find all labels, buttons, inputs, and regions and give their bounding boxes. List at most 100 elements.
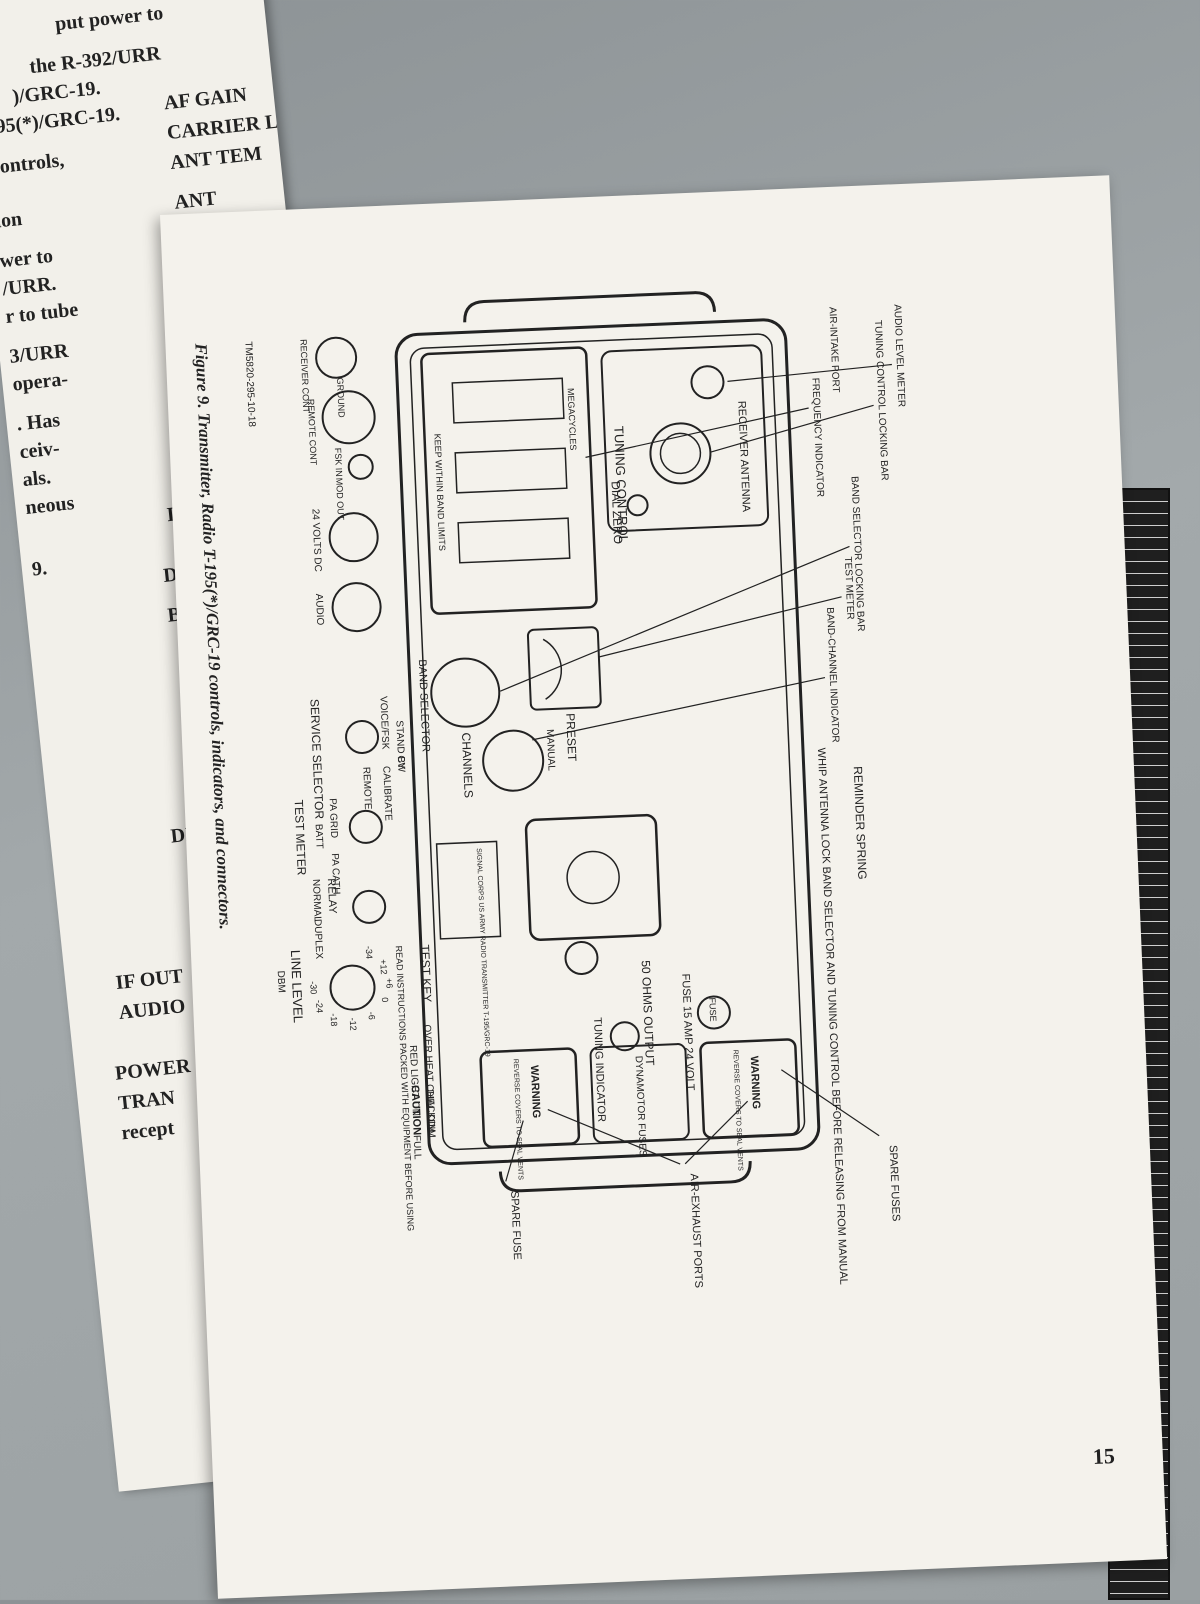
fsk-in-label: FSK IN	[333, 448, 344, 477]
service-selector-knob	[345, 719, 380, 754]
line-level-value: -24	[314, 1000, 325, 1013]
caution-label: CAUTION	[409, 1085, 423, 1136]
left-page-fragment: IF OUT	[115, 965, 185, 994]
pa-grid-label: PA GRID	[327, 798, 340, 838]
output-window	[524, 813, 662, 941]
leader-band-channel	[532, 676, 826, 741]
test-meter-knob-label: TEST METER	[292, 799, 309, 876]
left-page-fragment: ontrols,	[0, 149, 65, 178]
left-handle	[463, 291, 717, 323]
right-handle	[498, 1161, 752, 1193]
left-page-fragment: ceiv-	[19, 437, 61, 463]
fsk-in-connector	[347, 453, 374, 480]
page-number: 15	[1092, 1443, 1116, 1470]
dbm-label: DBM	[275, 970, 287, 993]
whip-note: WHIP ANTENNA LOCK BAND SELECTOR AND TUNI…	[815, 748, 849, 1286]
figure-ref-number: TM5820-295-10-18	[242, 341, 257, 427]
dial-dim-label: DIAL DIM	[424, 1089, 437, 1132]
stand-by-label: STAND BY	[393, 720, 406, 770]
left-page-fragment: put power to	[54, 2, 164, 35]
output-window-port	[566, 850, 620, 905]
test-meter	[526, 626, 602, 711]
left-page-fragment: /URR.	[0, 273, 57, 301]
audio-level-meter-dial	[690, 365, 725, 400]
left-page-fragment: neous	[24, 492, 75, 519]
nameplate	[435, 840, 502, 940]
left-page-fragment: AUDIO	[118, 995, 187, 1024]
left-page-fragment: )/GRC-19.	[11, 77, 101, 108]
callout-test-meter: TEST METER	[842, 556, 856, 620]
left-page-fragment: als.	[21, 466, 51, 491]
tuning-control-inner	[659, 432, 702, 475]
line-level-value: +12	[378, 959, 389, 975]
full-label: FULL	[411, 1135, 423, 1160]
callout-audio-level-meter: AUDIO LEVEL METER	[891, 304, 906, 407]
channels-knob	[482, 729, 545, 792]
relay-knob	[352, 889, 387, 924]
line-level-knob	[329, 964, 376, 1011]
chassis-outline	[394, 318, 821, 1166]
tuning-control-label: TUNING CONTROL	[611, 426, 631, 544]
tuning-panel	[600, 344, 770, 533]
leader-test-meter	[598, 596, 842, 658]
line-level-value: -18	[329, 1013, 340, 1026]
freq-window-2	[454, 447, 568, 494]
dynamotor-vent	[589, 1043, 690, 1144]
band-selector-label: BAND SELECTOR	[416, 659, 432, 752]
receiver-cont-connector	[315, 336, 358, 379]
ground-label: GROUND	[335, 377, 347, 418]
figure-caption: Figure 9. Transmitter, Radio T-195(*)/GR…	[191, 342, 235, 930]
audio-connector	[331, 582, 382, 633]
leader-freq	[585, 407, 809, 458]
leader-audio-meter	[727, 363, 892, 382]
left-page-fragment: recept	[120, 1117, 175, 1144]
leader-air-exhaust-1	[684, 1100, 749, 1165]
callout-reminder-spring: REMINDER SPRING	[851, 766, 870, 880]
freq-window-3	[457, 517, 571, 564]
megacycles-label: MEGACYCLES	[566, 388, 579, 451]
callout-spare-fuses: SPARE FUSES	[887, 1145, 902, 1222]
dim-label: DIM	[425, 1119, 437, 1138]
pa-cath-label: PA CATH	[329, 853, 342, 895]
calibrate-label: CALIBRATE	[380, 766, 393, 822]
leader-tuning-bar	[710, 404, 874, 453]
leader-air-exhaust-2	[547, 1108, 681, 1165]
audio-label: AUDIO	[313, 593, 325, 625]
warning-2-title: WARNING	[528, 1065, 542, 1119]
red-light-label: RED LIGHT ON	[407, 1045, 421, 1116]
left-page-fragment: . Has	[16, 409, 62, 435]
leader-spare-fuses	[781, 1069, 880, 1137]
left-page-fragment: ANT TEM	[169, 142, 263, 174]
left-page-fragment: ANT	[173, 187, 218, 213]
receiver-cont-label: RECEIVER CONT	[298, 339, 311, 414]
callout-tuning-locking-bar: TUNING CONTROL LOCKING BAR	[872, 320, 890, 481]
tuning-indicator-label: TUNING INDICATOR	[591, 1017, 607, 1122]
preset-label: PRESET	[563, 713, 579, 762]
left-page-fragment: 95(*)/GRC-19.	[0, 103, 121, 138]
left-page-fragment: r to tube	[4, 299, 79, 329]
cw-label: CW	[395, 755, 407, 773]
fuse-holder	[696, 995, 731, 1030]
freq-window-1	[451, 377, 565, 424]
figure-9-diagram: RECEIVER ANTENNA TUNING CONTROL DIAL ZER…	[191, 291, 907, 1288]
channel-table-edge	[431, 704, 437, 844]
callout-band-channel-indicator: BAND-CHANNEL INDICATOR	[824, 607, 841, 743]
leader-band-bar	[500, 545, 850, 692]
frequency-indicator-panel	[420, 346, 598, 615]
leader-lines	[500, 363, 892, 1182]
service-selector-label: SERVICE SELECTOR	[307, 699, 326, 820]
test-meter-arc	[542, 638, 563, 700]
test-key-label: TEST KEY	[418, 944, 434, 1002]
warning-vent-2	[479, 1047, 581, 1149]
fuse-label: FUSE	[707, 997, 718, 1021]
mod-out-label: MOD OUT	[334, 478, 346, 521]
power-connector	[328, 512, 379, 563]
batt-label: BATT	[313, 824, 325, 849]
manual-label: MANUAL	[544, 729, 557, 772]
ohms-output-label: 50 OHMS OUTPUT	[639, 960, 657, 1067]
nameplate-text: SIGNAL CORPS US ARMY RADIO TRANSMITTER T…	[475, 848, 491, 1057]
left-page-fragment: ion	[0, 208, 23, 233]
leader-spare-fuse	[505, 1120, 524, 1182]
test-meter-switch	[348, 809, 383, 844]
